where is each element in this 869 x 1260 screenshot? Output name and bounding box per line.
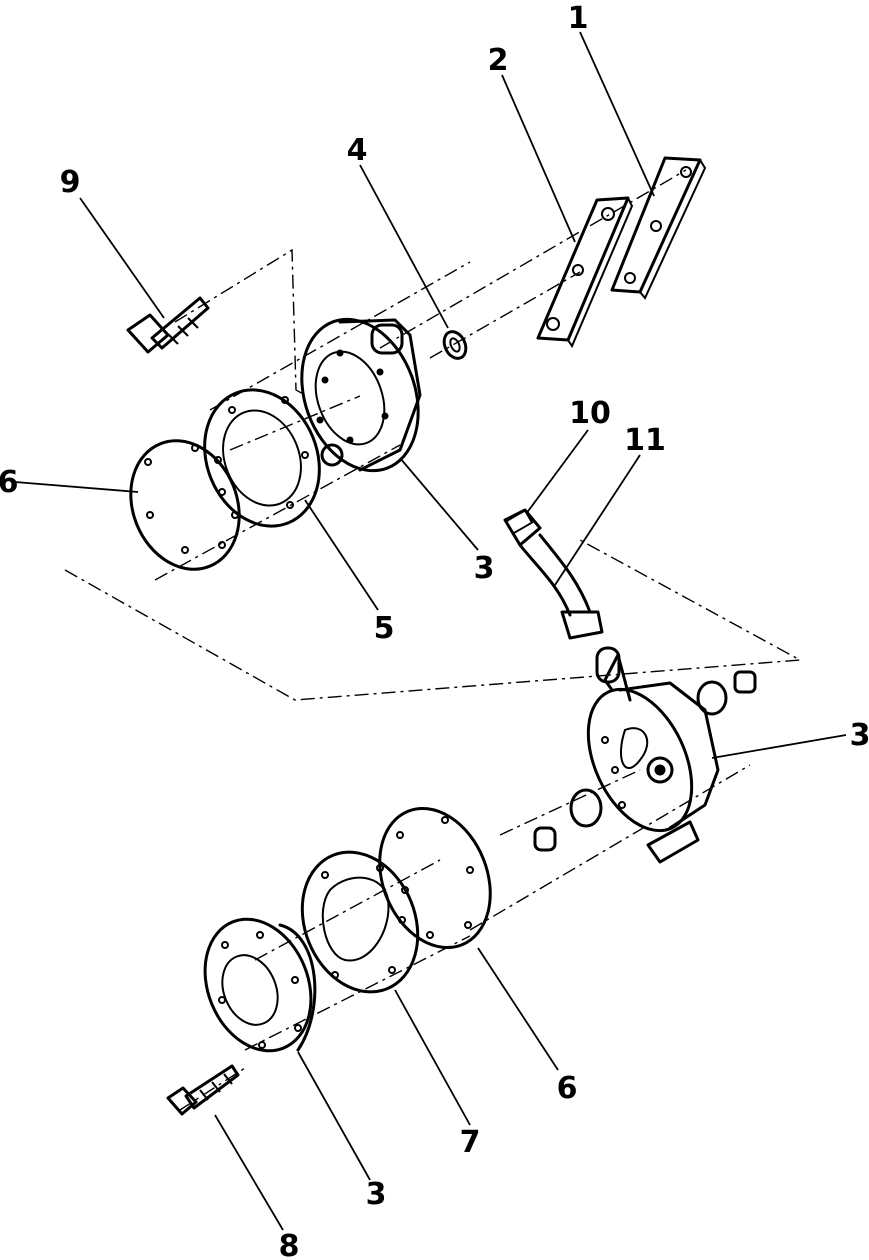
leader-lines xyxy=(14,31,847,1231)
pump-body-lower xyxy=(586,653,720,864)
hose xyxy=(518,533,621,684)
callout-4: 4 xyxy=(347,133,368,168)
bolt-lower xyxy=(166,1064,240,1116)
link-plate xyxy=(610,156,707,300)
diaphragm-upper xyxy=(129,439,241,571)
washer xyxy=(442,330,468,360)
hose-clamp xyxy=(503,508,542,547)
callout-1: 1 xyxy=(568,1,589,36)
callout-6-lower: 6 xyxy=(557,1071,578,1106)
callout-11: 11 xyxy=(624,423,666,458)
cover-lower xyxy=(203,917,317,1053)
callout-3-upper: 3 xyxy=(474,551,495,586)
check-valve-parts xyxy=(533,670,757,852)
callout-6-upper: 6 xyxy=(0,465,18,500)
callout-7: 7 xyxy=(460,1125,481,1160)
pump-body-upper xyxy=(300,317,422,473)
callout-10: 10 xyxy=(569,396,611,431)
callout-3-right: 3 xyxy=(850,718,869,753)
diaphragm-lower xyxy=(378,806,492,950)
assembly-lines xyxy=(64,169,803,1111)
callout-9: 9 xyxy=(60,165,81,200)
gasket-lower xyxy=(300,850,420,994)
callout-8: 8 xyxy=(279,1229,300,1260)
callout-2: 2 xyxy=(488,43,509,78)
lever-plate xyxy=(536,196,634,349)
callout-3-lower: 3 xyxy=(366,1177,387,1212)
callout-5: 5 xyxy=(374,611,395,646)
bolt-upper xyxy=(126,296,210,354)
